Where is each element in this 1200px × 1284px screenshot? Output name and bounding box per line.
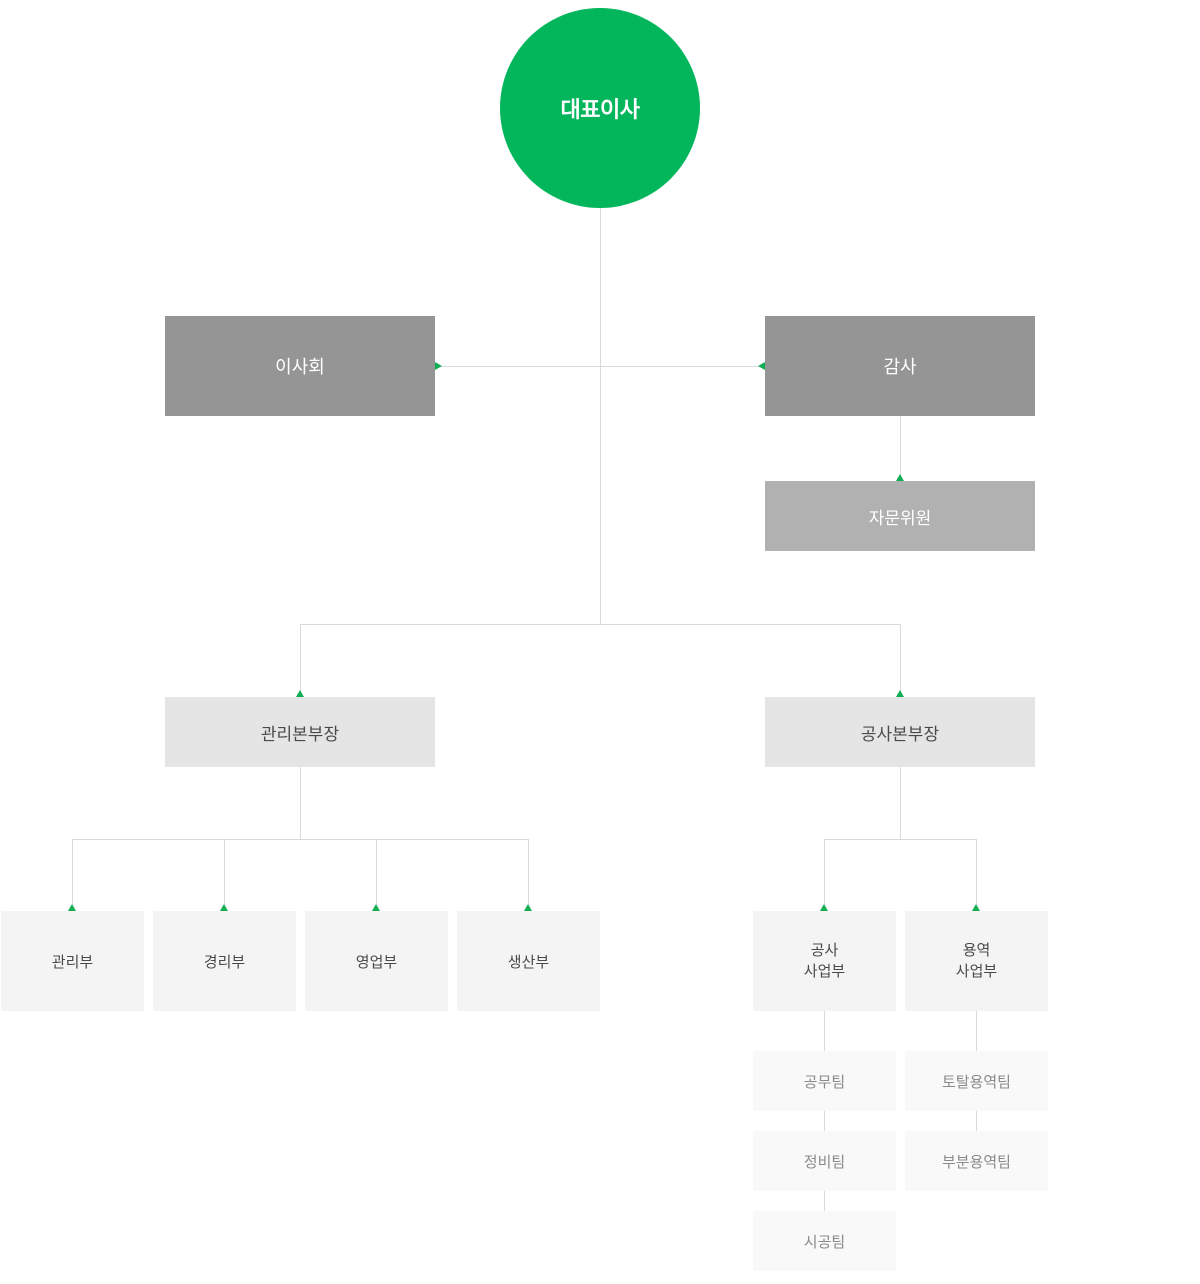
arrow-management-head xyxy=(296,690,304,697)
connector-management-branch xyxy=(300,767,301,839)
connector-heads-horizontal xyxy=(300,624,901,625)
service-team-node: 토탈용역팀 xyxy=(905,1051,1048,1111)
arrow-management-department-3 xyxy=(372,904,380,911)
construction-team-node: 공무팀 xyxy=(753,1051,896,1111)
connector-management-departments-horizontal xyxy=(72,839,529,840)
arrow-construction-head xyxy=(896,690,904,697)
management-department-node: 생산부 xyxy=(457,911,600,1011)
construction-business-division-node: 공사 사업부 xyxy=(753,911,896,1011)
arrow-management-department-4 xyxy=(524,904,532,911)
management-department-node: 관리부 xyxy=(1,911,144,1011)
service-business-division-node: 용역 사업부 xyxy=(905,911,1048,1011)
connector-construction-department-2 xyxy=(976,839,977,911)
arrow-audit xyxy=(758,362,765,370)
management-head-node: 관리본부장 xyxy=(165,697,435,767)
construction-head-node: 공사본부장 xyxy=(765,697,1035,767)
connector-construction-head-vertical xyxy=(900,624,901,697)
connector-ceo-vertical xyxy=(600,208,601,624)
management-department-node: 경리부 xyxy=(153,911,296,1011)
connector-construction-teams xyxy=(824,1011,825,1211)
connector-management-department-1 xyxy=(72,839,73,911)
arrow-management-department-1 xyxy=(68,904,76,911)
arrow-advisor xyxy=(896,474,904,481)
connector-management-department-3 xyxy=(376,839,377,911)
arrow-construction-department-1 xyxy=(820,904,828,911)
connector-construction-department-1 xyxy=(824,839,825,911)
construction-team-node: 정비팀 xyxy=(753,1131,896,1191)
connector-construction-departments-horizontal xyxy=(824,839,977,840)
connector-board-audit-horizontal xyxy=(435,366,765,367)
arrow-board xyxy=(435,362,442,370)
construction-team-node: 시공팀 xyxy=(753,1211,896,1271)
ceo-node: 대표이사 xyxy=(500,8,700,208)
management-department-node: 영업부 xyxy=(305,911,448,1011)
advisor-node: 자문위원 xyxy=(765,481,1035,551)
connector-management-department-2 xyxy=(224,839,225,911)
board-node: 이사회 xyxy=(165,316,435,416)
service-team-node: 부분용역팀 xyxy=(905,1131,1048,1191)
connector-management-department-4 xyxy=(528,839,529,911)
arrow-management-department-2 xyxy=(220,904,228,911)
arrow-construction-department-2 xyxy=(972,904,980,911)
audit-node: 감사 xyxy=(765,316,1035,416)
connector-management-head-vertical xyxy=(300,624,301,697)
connector-construction-branch xyxy=(900,767,901,839)
connector-audit-advisor xyxy=(900,416,901,481)
